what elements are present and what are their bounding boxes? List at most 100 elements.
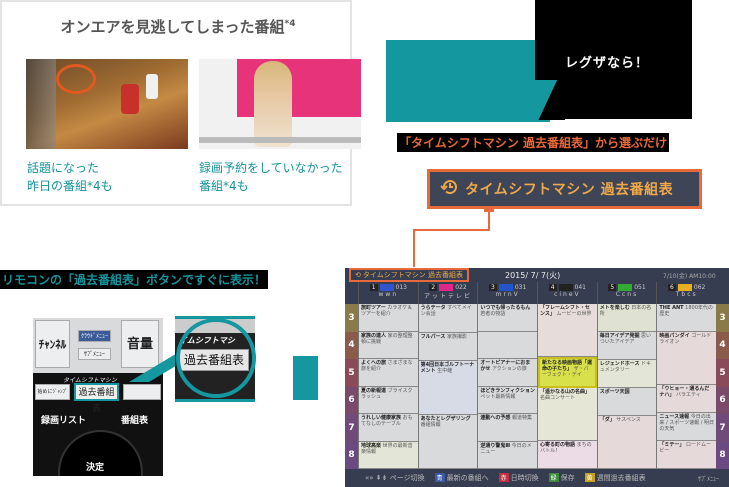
woman-portrait-photo: [199, 59, 361, 149]
program-cell[interactable]: うれしい健康家族 おもてなしのテーブル: [359, 414, 418, 442]
hour-label: 6: [716, 386, 729, 414]
epg-title: ⟲ タイムシフトマシン 過去番組表: [349, 268, 469, 282]
hour-label: 7: [716, 414, 729, 442]
hour-label: 4: [345, 331, 358, 359]
program-cell[interactable]: レジェンドホース ドキュメンタリー: [597, 360, 657, 388]
hour-label: 4: [716, 331, 729, 359]
epg-date: 2015/ 7/ 7(火): [505, 271, 561, 280]
hour-label: 3: [345, 304, 358, 332]
program-cell[interactable]: 地球高楽 世界の最新音楽情報: [359, 441, 418, 469]
hour-label: 5: [716, 359, 729, 387]
weekly-guide-hint[interactable]: 黄週間過去番組表: [584, 473, 646, 482]
channel-logo: [379, 284, 394, 291]
zoom-magnifier-ring: [176, 318, 256, 398]
program-cell[interactable]: 「遥かなる山の名曲」 名曲コンサート: [538, 388, 597, 441]
program-cell[interactable]: よくへの旅 さまざまな旅を紹介: [359, 359, 418, 387]
channel-logo: [439, 284, 454, 291]
history-clock-icon: [440, 177, 460, 201]
jump-start-key: 始めにｼﾞｬﾝﾌﾟ: [35, 384, 70, 400]
program-cell[interactable]: フルパース 家族撮影: [418, 332, 478, 361]
program-cell[interactable]: 毎日アイデア発掘 思いついたアイデア: [597, 332, 657, 360]
program-cell[interactable]: ニュース速報 今日の出来 / スポーツ速報 / 明日の天気: [657, 413, 717, 441]
connector-line: [413, 229, 415, 267]
next-key: [123, 384, 161, 400]
program-cell[interactable]: 逆通り警鬼Ⅲ 今日のメニュー: [478, 441, 538, 469]
channel-column: メトを楽しむ 日本の名所毎日アイデア発掘 思いついたアイデアレジェンドホース ド…: [596, 304, 657, 469]
channel-column: THE ANT 1800年代の歴史映画パンダイ ゴールドライオン「ウヒョー・通る…: [656, 304, 717, 469]
save-hint[interactable]: 緑保存: [548, 473, 575, 482]
channel-logo: [618, 284, 633, 291]
program-cell[interactable]: 旅町ツアー カラオケ＆ツアーを紹介: [359, 304, 418, 332]
program-cell[interactable]: うらテータ すべてメイン会話: [418, 304, 478, 333]
latest-hint[interactable]: 青最新の番組へ: [434, 473, 489, 482]
page-switch-hint[interactable]: «» ⇞⇟ ページ切換: [365, 474, 425, 482]
submenu-hint[interactable]: ｻﾌﾞﾒﾆｭｰ: [697, 475, 719, 483]
program-grid: 旅町ツアー カラオケ＆ツアーを紹介家族の達人 家の整理整頓に挑戦よくへの旅 さま…: [358, 304, 717, 469]
subheading: 「タイムシフトマシン 過去番組表」から選ぶだけ: [397, 133, 669, 152]
sub-menu-key: ｻﾌﾞﾒﾆｭｰ: [78, 348, 111, 360]
hour-label: 8: [716, 441, 729, 469]
program-cell[interactable]: 「ミテー」 ロードムービー: [657, 441, 717, 469]
program-cell[interactable]: 夏の新報道 ブライスクラッシュ: [359, 386, 418, 414]
hour-label: 5: [345, 359, 358, 387]
program-cell[interactable]: 「フレームシフト・センス」 ムービーの世界: [538, 304, 597, 357]
program-cell[interactable]: メトを楽しむ 日本の名所: [597, 304, 657, 332]
program-cell[interactable]: オートピアナーにおまかせ アクションの旅: [478, 359, 538, 387]
enter-key: 決定: [86, 463, 105, 473]
cloud-menu-key: ｸﾗｳﾄﾞﾒﾆｭｰ: [78, 330, 111, 342]
past-guide-key[interactable]: 過去番組表: [74, 383, 119, 414]
program-cell[interactable]: [478, 331, 538, 359]
program-cell[interactable]: ほどきランフィクション ペット最新情報: [478, 386, 538, 414]
program-cell[interactable]: あなたとレグザリング 番組情報: [418, 415, 478, 469]
program-cell[interactable]: 心寄る町の物語 まちのバトル！: [538, 441, 597, 469]
channel-column: うらテータ すべてメイン会話フルパース 家族撮影第4回日本ゴルフトーナメント 生…: [417, 304, 478, 469]
program-cell[interactable]: 「ダ」 サスペンス: [597, 416, 657, 469]
history-clock-icon: ⟲: [355, 271, 361, 279]
program-cell[interactable]: いつでも帰ったるもん 若者の物語: [478, 304, 538, 332]
panel-title: オンエアを見逃してしまった番組*4: [60, 18, 296, 36]
channel-column: いつでも帰ったるもん 若者の物語 オートピアナーにおまかせ アクションの旅ほどき…: [477, 304, 538, 469]
remote-heading: リモコンの「過去番組表」ボタンですぐに表示！: [0, 270, 269, 289]
caption-unrecorded-shows: 録画予約をしていなかった 番組*4も: [199, 161, 343, 193]
hour-label: 6: [345, 386, 358, 414]
program-cell[interactable]: 新たなる映画物語「運命の子たち」 ザ・パーフェクト・デイ: [538, 357, 597, 388]
program-cell[interactable]: 映画パンダイ ゴールドライオン: [657, 332, 717, 385]
channel-key: ﾁｬﾝﾈﾙ: [35, 320, 70, 368]
program-cell[interactable]: 家族の達人 家の整理整頓に挑戦: [359, 331, 418, 359]
hour-label: 3: [716, 304, 729, 332]
timeshift-button-label: タイムシフトマシン 過去番組表: [465, 182, 674, 198]
hour-label: 7: [345, 414, 358, 442]
regza-badge: レグザなら！: [565, 56, 650, 71]
program-cell[interactable]: 第4回日本ゴルフトーナメント 生中継: [418, 361, 478, 415]
channel-column: 旅町ツアー カラオケ＆ツアーを紹介家族の達人 家の整理整頓に挑戦よくへの旅 さま…: [358, 304, 418, 469]
remote-control-photo: ﾁｬﾝﾈﾙ ｸﾗｳﾄﾞﾒﾆｭｰ ｻﾌﾞﾒﾆｭｰ 音量 タイムシフトマシン 始めに…: [33, 318, 163, 476]
banner-slant: [535, 80, 565, 120]
volume-key: 音量: [121, 320, 159, 368]
channel-logo: [677, 284, 692, 291]
missed-shows-panel: オンエアを見逃してしまった番組*4 話題になった 昨日の番組*4も 録画予約をし…: [0, 0, 361, 206]
connector-dot: [484, 206, 494, 212]
past-program-guide-screen: ⟲ タイムシフトマシン 過去番組表 2015/ 7/ 7(火) 7/10(金) …: [345, 268, 729, 487]
program-cell[interactable]: 「ウヒョー・通るんだナハ」 バラエティ: [657, 385, 717, 413]
arrow-indicator: [293, 356, 318, 400]
program-cell[interactable]: スポーツ天国: [597, 388, 657, 416]
timeshift-section-label: タイムシフトマシン: [63, 377, 117, 384]
date-switch-hint[interactable]: 赤日時切換: [498, 473, 539, 482]
program-cell[interactable]: 連動への予感 報道特集: [478, 414, 538, 442]
program-cell[interactable]: THE ANT 1800年代の歴史: [657, 304, 717, 332]
epg-current-time: 7/10(金) AM10:00: [663, 273, 716, 280]
channel-logo: [558, 284, 573, 291]
guide-key: 番組表: [121, 416, 149, 426]
channel-logo: [498, 284, 513, 291]
teal-banner-block: [386, 40, 550, 122]
timeshift-past-guide-button[interactable]: タイムシフトマシン 過去番組表: [427, 169, 702, 209]
